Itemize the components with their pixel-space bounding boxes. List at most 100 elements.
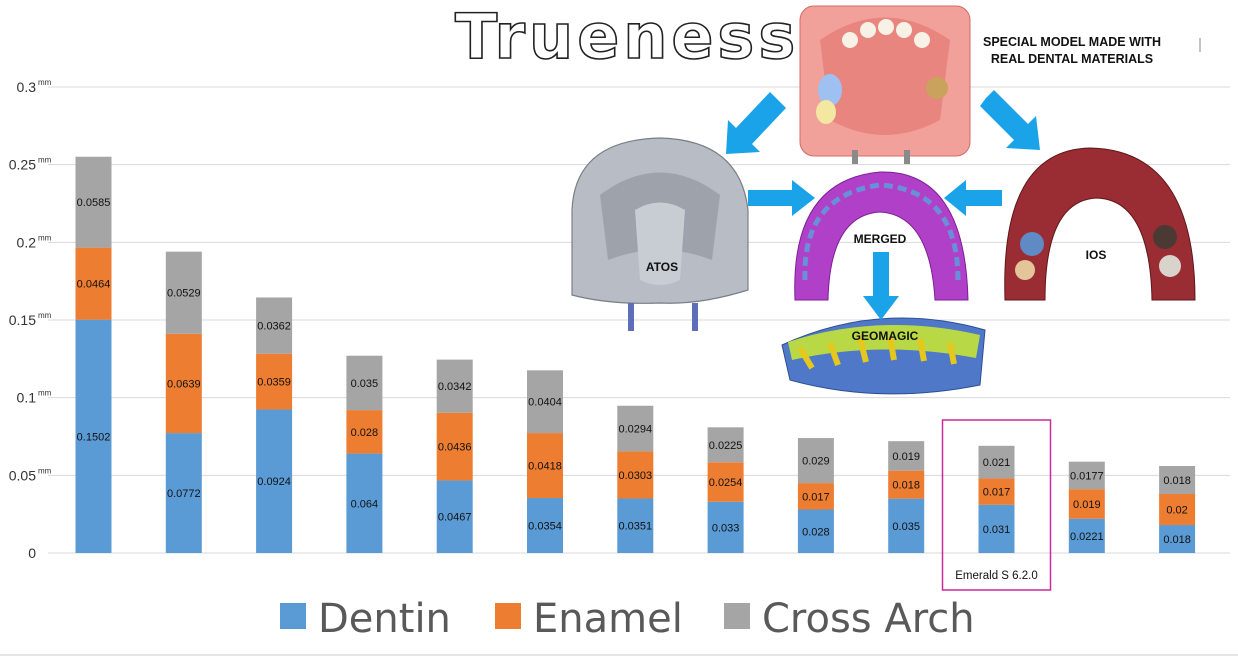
data-label: 0.0404 xyxy=(528,397,562,409)
geomagic-label: GEOMAGIC xyxy=(852,329,919,343)
data-label: 0.033 xyxy=(712,522,740,534)
bar-cross-arch xyxy=(707,427,744,463)
bar-cross-arch xyxy=(346,355,383,411)
arrow-ios-to-merged-icon xyxy=(944,180,1002,216)
geomagic-scan-image: GEOMAGIC xyxy=(781,317,986,395)
ios-label: IOS xyxy=(1086,248,1107,262)
flow-arrows xyxy=(726,90,1040,320)
bar-dentin xyxy=(617,498,654,553)
bar-enamel xyxy=(707,462,744,502)
y-tick-unit: mm xyxy=(38,156,52,165)
data-label: 0.0177 xyxy=(1070,470,1104,482)
data-label: 0.0254 xyxy=(709,477,743,489)
bar-cross-arch xyxy=(617,405,654,452)
atos-scan-image: ATOS xyxy=(571,137,749,331)
y-tick-unit: mm xyxy=(38,311,52,320)
bar-dentin xyxy=(256,409,293,553)
bar-cross-arch xyxy=(436,359,473,413)
data-label: 0.0585 xyxy=(77,197,111,209)
bar-cross-arch xyxy=(1068,461,1105,490)
bar-dentin xyxy=(75,319,112,553)
legend-swatch xyxy=(280,603,306,629)
data-label: 0.031 xyxy=(983,524,1011,536)
ios-scan-image: IOS xyxy=(1004,147,1196,301)
diagram-title-line1: SPECIAL MODEL MADE WITH xyxy=(983,35,1161,49)
data-label: 0.028 xyxy=(802,526,830,538)
y-tick-label: 0.25 xyxy=(9,157,36,173)
y-tick-label: 0 xyxy=(28,545,36,561)
data-label: 0.018 xyxy=(1163,475,1191,487)
data-label: 0.018 xyxy=(1163,534,1191,546)
arrow-to-atos-icon xyxy=(726,92,786,154)
data-label: 0.029 xyxy=(802,456,830,468)
data-label: 0.0221 xyxy=(1070,531,1104,543)
legend-label: Dentin xyxy=(318,596,451,642)
arrow-to-ios-icon xyxy=(980,90,1040,150)
data-label: 0.0924 xyxy=(257,476,291,488)
bar-dentin xyxy=(1159,525,1196,553)
arrow-atos-to-merged-icon xyxy=(748,180,815,216)
data-label: 0.0467 xyxy=(438,512,472,524)
data-label: 0.0436 xyxy=(438,442,472,454)
highlight-box xyxy=(941,419,1052,591)
bar-cross-arch xyxy=(256,297,293,354)
data-label: 0.0342 xyxy=(438,381,472,393)
arrow-merged-to-geomagic-icon xyxy=(863,252,899,320)
bar-dentin xyxy=(165,433,202,553)
bar-enamel xyxy=(797,483,834,510)
data-label: 0.021 xyxy=(983,457,1011,469)
bar-enamel xyxy=(75,247,112,320)
bar-cross-arch xyxy=(1159,466,1196,494)
bars xyxy=(75,156,1196,553)
bar-enamel xyxy=(1068,489,1105,519)
data-label: 0.018 xyxy=(892,480,920,492)
atos-label: ATOS xyxy=(646,260,678,274)
legend-swatch xyxy=(495,603,521,629)
bar-enamel xyxy=(436,412,473,481)
data-label: 0.0464 xyxy=(77,279,111,291)
bar-dentin xyxy=(436,480,473,553)
bar-cross-arch xyxy=(797,438,834,484)
bar-enamel xyxy=(1159,493,1196,526)
data-label: 0.0772 xyxy=(167,488,201,500)
data-label: 0.0354 xyxy=(528,521,562,533)
y-tick-label: 0.1 xyxy=(17,390,37,406)
legend: Dentin Enamel Cross Arch xyxy=(280,596,975,642)
data-label: 0.0303 xyxy=(618,470,652,482)
bar-enamel xyxy=(888,470,925,499)
data-label: 0.0362 xyxy=(257,321,291,333)
data-labels: 0.15020.04640.05850.07720.06390.05290.09… xyxy=(77,197,1191,546)
bar-cross-arch xyxy=(165,251,202,334)
data-label: 0.0418 xyxy=(528,461,562,473)
data-label: 0.0639 xyxy=(167,378,201,390)
merged-scan-image: MERGED xyxy=(794,171,969,301)
data-label: 0.02 xyxy=(1166,505,1187,517)
data-label: 0.017 xyxy=(802,491,830,503)
bar-dentin xyxy=(527,498,563,553)
workflow-diagram: SPECIAL MODEL MADE WITH REAL DENTAL MATE… xyxy=(571,5,1201,395)
bar-cross-arch xyxy=(527,370,563,434)
legend-label: Enamel xyxy=(533,596,683,642)
bar-dentin xyxy=(707,501,744,553)
bar-enamel xyxy=(617,451,654,499)
bar-cross-arch xyxy=(75,156,112,248)
bar-enamel xyxy=(256,353,293,410)
legend-label: Cross Arch xyxy=(762,596,975,642)
y-tick-unit: mm xyxy=(38,78,52,87)
data-label: 0.0351 xyxy=(618,521,652,533)
dental-model-image xyxy=(799,5,971,164)
bar-enamel xyxy=(978,478,1015,505)
data-label: 0.019 xyxy=(892,451,920,463)
data-label: 0.0529 xyxy=(167,288,201,300)
bar-cross-arch xyxy=(888,441,925,471)
data-label: 0.0225 xyxy=(709,440,743,452)
highlight-label: Emerald S 6.2.0 xyxy=(955,570,1037,582)
legend-swatch xyxy=(724,603,750,629)
data-label: 0.017 xyxy=(983,487,1011,499)
y-tick-unit: mm xyxy=(38,233,52,242)
data-label: 0.0294 xyxy=(618,424,652,436)
bar-enamel xyxy=(165,333,202,434)
bar-dentin xyxy=(346,453,383,553)
